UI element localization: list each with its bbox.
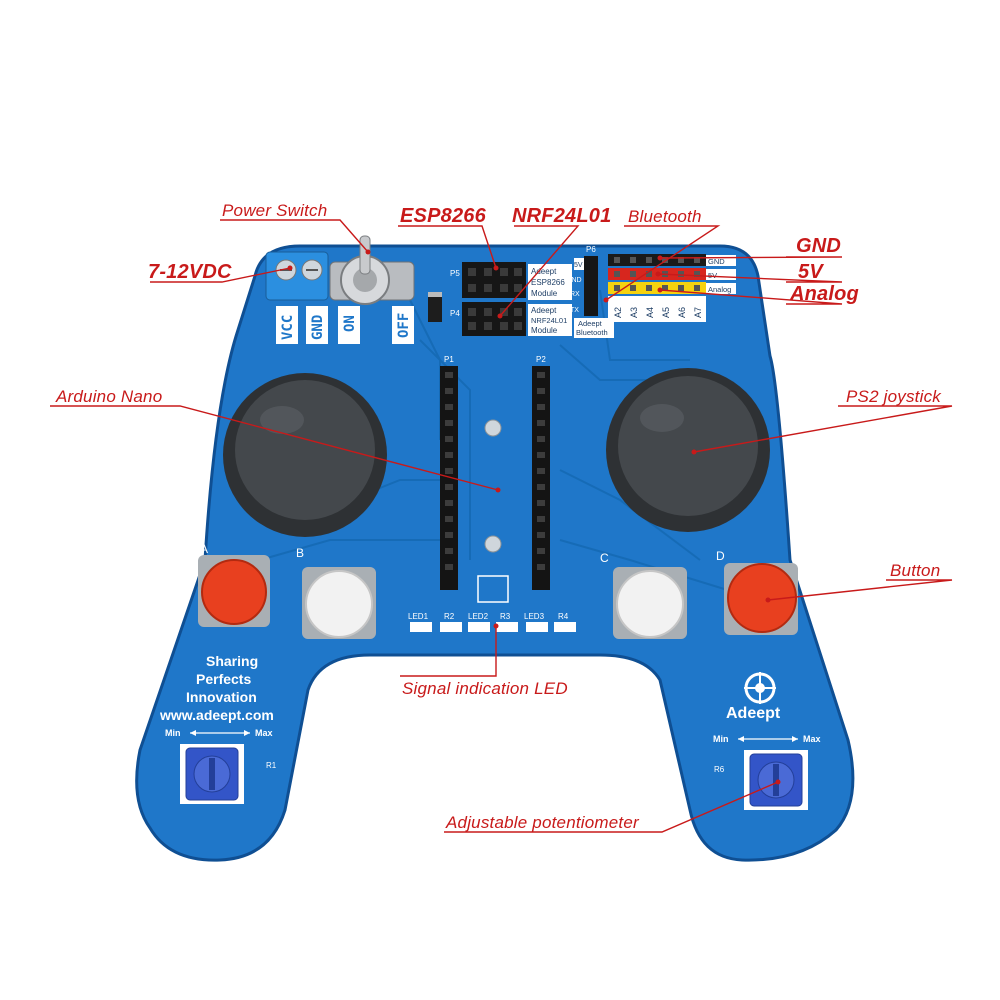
- pin-label-on: ON: [342, 315, 358, 332]
- nrf-line2: NRF24L01: [531, 316, 567, 325]
- bt-pin-5v: 5V: [574, 262, 583, 269]
- slogan-line2: Perfects: [196, 671, 251, 687]
- pot-left-max: Max: [255, 728, 273, 738]
- bt-pin-tx: TX: [570, 307, 579, 314]
- pot-right-ref: R6: [714, 765, 725, 774]
- callout-potentiometer: Adjustable potentiometer: [445, 813, 640, 832]
- nrf-line1: Adeept: [531, 306, 557, 315]
- led-label-r3: R3: [500, 612, 511, 621]
- button-letter-a: A: [200, 542, 208, 556]
- header-ref-p5: P5: [450, 269, 460, 278]
- slogan-url: www.adeept.com: [159, 707, 274, 723]
- pin-label-vcc: VCC: [280, 315, 296, 340]
- led-label-led2: LED2: [468, 612, 489, 621]
- button-letter-d: D: [716, 549, 725, 563]
- led-label-r2: R2: [444, 612, 455, 621]
- callout-button: Button: [890, 561, 940, 580]
- button-d: D: [716, 549, 798, 635]
- pot-right-min: Min: [713, 734, 729, 744]
- esp-line1: Adeept: [531, 267, 557, 276]
- callout-power-switch: Power Switch: [222, 201, 327, 220]
- pin-label-off: OFF: [396, 313, 412, 338]
- callout-bluetooth: Bluetooth: [628, 207, 702, 226]
- rail-label-gnd: GND: [708, 257, 725, 266]
- header-ref-p6: P6: [586, 245, 596, 254]
- arduino-nano-socket: P1 P2: [440, 355, 550, 603]
- rail-label-analog: Analog: [708, 285, 731, 294]
- callout-dots: [287, 249, 781, 785]
- analog-pin-a2: A2: [613, 307, 623, 318]
- module-silkscreen: Adeept ESP8266 Module Adeept NRF24L01 Mo…: [528, 264, 572, 336]
- adeept-logo: Adeept: [726, 672, 781, 722]
- callout-esp8266: ESP8266: [400, 205, 487, 227]
- callout-ps2-joystick: PS2 joystick: [846, 387, 942, 406]
- header-ref-p4: P4: [450, 309, 460, 318]
- callout-signal-led: Signal indication LED: [402, 679, 568, 698]
- esp-line2: ESP8266: [531, 278, 565, 287]
- bluetooth-header: 5V GND RX TX P6 Adeept Bluetooth: [566, 245, 614, 338]
- button-letter-c: C: [600, 551, 609, 565]
- signal-led-row: LED1 R2 LED2 R3 LED3 R4: [408, 612, 576, 632]
- led-label-r4: R4: [558, 612, 569, 621]
- rail-label-5v: 5V: [708, 271, 717, 280]
- callout-analog: Analog: [789, 283, 859, 305]
- slogan-block: Sharing Perfects Innovation www.adeept.c…: [159, 653, 274, 723]
- button-a: A: [198, 542, 270, 627]
- bt-pin-rx: RX: [570, 291, 580, 298]
- button-c: C: [600, 551, 687, 639]
- button-letter-b: B: [296, 546, 304, 560]
- callout-dc-input: 7-12VDC: [148, 261, 232, 283]
- esp-line3: Module: [531, 289, 558, 298]
- pot-right-max: Max: [803, 734, 821, 744]
- left-joystick: [223, 373, 387, 537]
- bt-text2: Bluetooth: [576, 328, 608, 337]
- analog-pin-a5: A5: [661, 307, 671, 318]
- analog-rails: GND 5V Analog A2 A3 A4 A5 A6 A7: [608, 254, 736, 322]
- nrf-line3: Module: [531, 326, 558, 335]
- slogan-line3: Innovation: [186, 689, 257, 705]
- analog-pin-a7: A7: [693, 307, 703, 318]
- slogan-line1: Sharing: [206, 653, 258, 669]
- header-ref-p1: P1: [444, 355, 454, 364]
- pin-label-gnd: GND: [310, 315, 326, 340]
- led-label-led1: LED1: [408, 612, 429, 621]
- brand-name: Adeept: [726, 705, 781, 722]
- diode: [428, 292, 442, 322]
- analog-pin-a4: A4: [645, 307, 655, 318]
- header-ref-p2: P2: [536, 355, 546, 364]
- left-potentiometer: Min Max R1: [165, 728, 277, 804]
- bt-pin-gnd: GND: [566, 277, 582, 284]
- pot-left-min: Min: [165, 728, 181, 738]
- analog-pin-a3: A3: [629, 307, 639, 318]
- callout-5v: 5V: [798, 261, 824, 283]
- button-b: B: [296, 546, 376, 639]
- module-headers: P5 P4: [450, 262, 526, 336]
- callout-nrf24l01: NRF24L01: [512, 205, 611, 227]
- power-toggle-switch: [329, 235, 415, 305]
- callout-arduino-nano: Arduino Nano: [55, 387, 162, 406]
- pot-left-ref: R1: [266, 761, 277, 770]
- right-potentiometer: Min Max R6: [713, 734, 821, 810]
- analog-pin-a6: A6: [677, 307, 687, 318]
- right-joystick: [606, 368, 770, 532]
- power-pin-labels: VCC GND ON OFF: [276, 306, 414, 344]
- screw-terminal: [265, 251, 329, 301]
- bt-text1: Adeept: [578, 319, 603, 328]
- callout-gnd: GND: [796, 235, 841, 257]
- led-label-led3: LED3: [524, 612, 545, 621]
- callout-lines: [50, 219, 953, 833]
